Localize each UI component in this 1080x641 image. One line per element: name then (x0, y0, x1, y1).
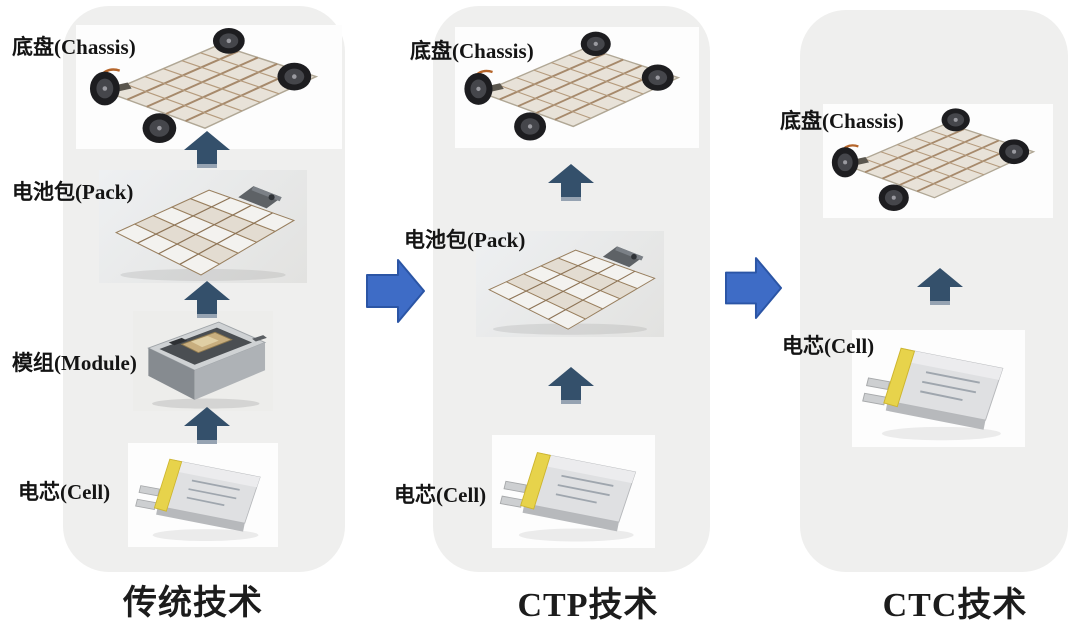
up-arrow-icon (184, 281, 230, 319)
battery-pack-photo-traditional (99, 170, 307, 283)
up-arrow-icon (917, 267, 963, 307)
level-label-module: 模组(Module) (12, 351, 137, 375)
up-arrow-icon (184, 131, 230, 169)
column-title-traditional: 传统技术 (123, 585, 263, 622)
level-label-pack: 电池包(Pack) (12, 180, 134, 204)
up-arrow-icon (548, 163, 594, 203)
level-label-chassis: 底盘(Chassis) (780, 109, 904, 133)
column-title-ctp: CTP技术 (517, 587, 659, 624)
battery-pack-photo-ctp (476, 231, 664, 337)
level-label-cell: 电芯(Cell) (18, 480, 111, 504)
chassis-photo-traditional (76, 25, 342, 149)
up-arrow-icon (548, 366, 594, 406)
battery-cell-photo-ctc (852, 330, 1025, 447)
battery-cell-photo-traditional (128, 443, 278, 547)
level-label-cell: 电芯(Cell) (394, 483, 487, 507)
column-title-ctc: CTC技术 (882, 587, 1028, 624)
level-label-pack: 电池包(Pack) (404, 228, 526, 252)
battery-cell-photo-ctp (492, 435, 655, 548)
chassis-photo-ctp (455, 27, 699, 148)
level-label-chassis: 底盘(Chassis) (410, 39, 534, 63)
level-label-chassis: 底盘(Chassis) (12, 35, 136, 59)
flow-arrow-icon (725, 254, 783, 322)
chassis-photo-ctc (823, 104, 1053, 218)
flow-arrow-icon (366, 257, 426, 325)
battery-module-photo-traditional (133, 311, 273, 411)
up-arrow-icon (184, 407, 230, 445)
level-label-cell: 电芯(Cell) (782, 334, 875, 358)
